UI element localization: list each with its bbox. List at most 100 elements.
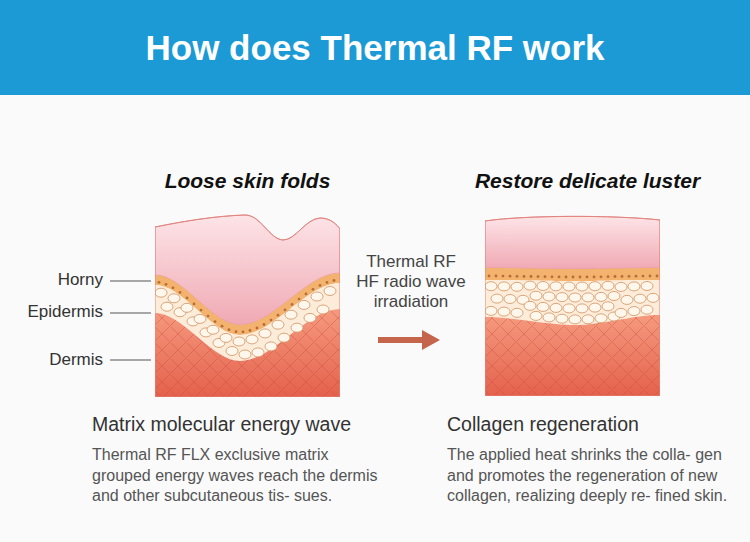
granule xyxy=(172,286,175,289)
granule xyxy=(263,323,266,326)
dermis-layer xyxy=(485,315,660,396)
arrow-connector xyxy=(378,330,440,350)
skin-cell xyxy=(608,292,620,301)
skin-cell xyxy=(324,287,336,296)
granule xyxy=(628,275,631,278)
skin-illustration xyxy=(155,213,340,397)
skin-cell xyxy=(589,303,601,312)
skin-cell xyxy=(628,307,640,316)
skin-cell xyxy=(615,282,627,291)
skin-cell xyxy=(491,294,503,303)
layer-label: Dermis xyxy=(0,350,103,370)
skin-cell xyxy=(615,308,627,317)
skin-cell xyxy=(155,288,167,297)
skin-cell xyxy=(543,292,555,301)
dermis-fibres xyxy=(155,309,340,397)
granule xyxy=(305,293,308,296)
skin-cell xyxy=(628,282,640,291)
skin-cell xyxy=(563,282,575,291)
skin-cell xyxy=(298,300,310,309)
skin-cell xyxy=(582,315,594,324)
skin-cell xyxy=(550,303,562,312)
granule xyxy=(312,288,315,291)
skin-cell xyxy=(233,337,245,346)
granule xyxy=(270,319,273,322)
granule xyxy=(326,281,329,284)
skin-cell xyxy=(556,314,568,323)
granule xyxy=(551,275,554,278)
skin-cell xyxy=(589,282,601,291)
skin-cell xyxy=(259,329,271,338)
granule xyxy=(179,291,182,294)
skin-cell xyxy=(226,347,238,356)
granule xyxy=(193,303,196,306)
granule xyxy=(488,275,491,278)
skin-cell xyxy=(291,323,303,332)
skin-cell xyxy=(181,303,193,312)
skin-cell xyxy=(569,293,581,302)
granule xyxy=(214,320,217,323)
skin-cell xyxy=(246,335,258,344)
skin-cell xyxy=(582,293,594,302)
granule xyxy=(635,275,638,278)
section-heading: Matrix molecular energy wave xyxy=(92,413,412,436)
skin-cell xyxy=(285,310,297,319)
granule xyxy=(509,275,512,278)
layer-label: Horny xyxy=(0,270,103,290)
granule xyxy=(319,284,322,287)
skin-cell xyxy=(524,301,536,310)
outline xyxy=(155,215,340,397)
granule xyxy=(242,331,245,334)
skin-cell xyxy=(265,342,277,351)
skin-cell xyxy=(220,333,232,342)
granule xyxy=(207,315,210,318)
granule xyxy=(593,276,596,279)
skin-cell xyxy=(524,281,536,290)
granule xyxy=(537,275,540,278)
arrow-head xyxy=(422,330,440,350)
skin-block: Loose skin folds xyxy=(155,213,340,397)
skin-cell xyxy=(272,320,284,329)
skin-cell xyxy=(621,295,633,304)
granule xyxy=(516,275,519,278)
skin-cell xyxy=(530,291,542,300)
granule xyxy=(186,297,189,300)
granule xyxy=(284,309,287,312)
skin-cell xyxy=(556,293,568,302)
skin-cell xyxy=(550,282,562,291)
section-body: Thermal RF FLX exclusive matrix grouped … xyxy=(92,445,384,507)
granule xyxy=(298,298,301,301)
granule xyxy=(544,275,547,278)
skin-cell xyxy=(576,282,588,291)
section-heading: Collagen regeneration xyxy=(447,413,747,436)
skin-cell xyxy=(311,292,323,301)
skin-block: Restore delicate luster xyxy=(485,213,660,396)
granule xyxy=(502,275,505,278)
granule xyxy=(586,276,589,279)
granule xyxy=(621,275,624,278)
skin-cell xyxy=(511,308,523,317)
granule xyxy=(558,276,561,279)
skin-cell xyxy=(485,282,497,291)
granule xyxy=(277,314,280,317)
skin-cell xyxy=(304,313,316,322)
granule xyxy=(642,275,645,278)
skin-cell xyxy=(485,306,497,315)
granule xyxy=(607,275,610,278)
granule xyxy=(165,283,168,286)
granule xyxy=(614,275,617,278)
granule xyxy=(600,275,603,278)
skin-cell xyxy=(543,313,555,322)
granule xyxy=(572,276,575,279)
skin-cell xyxy=(252,348,264,357)
skin-cell xyxy=(563,304,575,313)
skin-cell xyxy=(504,295,516,304)
granule xyxy=(228,328,231,331)
granule xyxy=(200,309,203,312)
granule xyxy=(249,329,252,332)
horny-layer xyxy=(485,216,660,269)
skin-cell xyxy=(602,302,614,311)
leader-line xyxy=(110,312,151,313)
skin-cell xyxy=(511,282,523,291)
edge-label: Thermal RF HF radio wave irradiation xyxy=(353,252,469,312)
